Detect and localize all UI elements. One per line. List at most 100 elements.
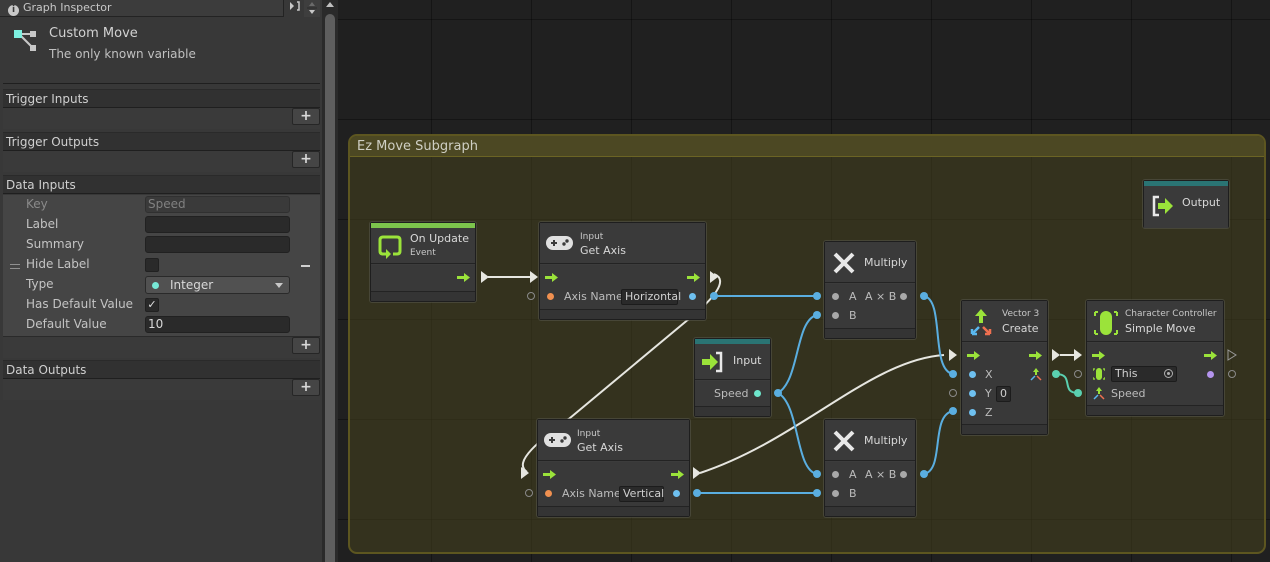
vector3-icon — [970, 309, 992, 336]
flow-output-icon[interactable] — [671, 470, 684, 479]
type-dropdown[interactable]: Integer — [145, 276, 290, 294]
output-port[interactable] — [900, 293, 907, 300]
flow-output-icon[interactable] — [1029, 351, 1042, 360]
input-icon — [702, 351, 723, 373]
node-title: Create — [1002, 322, 1039, 335]
flow-input-icon[interactable] — [543, 470, 556, 479]
input-port-a[interactable] — [832, 471, 839, 478]
label-label: Label — [26, 217, 59, 231]
axis-name-field[interactable]: Vertical — [619, 486, 664, 502]
string-port-icon[interactable] — [545, 490, 552, 497]
graph-title: Custom Move — [49, 26, 138, 41]
port-label: Speed — [714, 387, 749, 400]
add-data-input-button[interactable]: + — [292, 337, 320, 354]
vector3-output-port[interactable] — [1029, 367, 1043, 381]
label-field[interactable] — [145, 216, 290, 233]
trigger-inputs-section: Trigger Inputs + — [3, 89, 320, 129]
target-value: This — [1115, 367, 1138, 380]
port-label-b: B — [849, 309, 857, 322]
node-title: Get Axis — [577, 441, 623, 454]
remove-item-button[interactable] — [301, 265, 310, 267]
graph-inspector-panel: i Graph Inspector Custom Move The only kn… — [0, 0, 338, 562]
chevron-down-icon — [275, 283, 283, 288]
summary-label: Summary — [26, 237, 84, 251]
y-input-port[interactable] — [969, 390, 976, 397]
node-input[interactable]: Input Speed — [694, 338, 771, 417]
y-value-field[interactable]: 0 — [996, 386, 1011, 402]
node-get-axis-vertical[interactable]: Input Get Axis Axis Name Vertical — [537, 419, 690, 517]
node-title: On Update — [410, 232, 469, 245]
float-output-port[interactable] — [689, 293, 696, 300]
gamepad-icon — [544, 433, 571, 447]
node-title: Get Axis — [580, 244, 626, 257]
scroll-up-icon[interactable] — [326, 2, 334, 7]
gamepad-icon — [546, 236, 573, 250]
reorder-arrows[interactable] — [304, 0, 320, 17]
port-label-a: A — [849, 290, 857, 303]
flow-output-icon[interactable] — [687, 273, 700, 282]
port-label: Axis Name — [564, 290, 623, 303]
float-output-port[interactable] — [673, 490, 680, 497]
object-output-port[interactable] — [1207, 371, 1214, 378]
add-trigger-input-button[interactable]: + — [292, 108, 320, 125]
port-label-y: Y — [985, 387, 992, 400]
integer-type-icon — [152, 282, 159, 289]
inspector-scrollbar[interactable] — [322, 0, 338, 562]
flow-input-icon[interactable] — [967, 351, 980, 360]
event-bar — [371, 223, 475, 228]
has-default-checkbox[interactable]: ✓ — [145, 298, 159, 312]
integer-output-port[interactable] — [754, 390, 761, 397]
node-output[interactable]: Output — [1143, 180, 1229, 228]
trigger-outputs-section: Trigger Outputs + — [3, 132, 320, 172]
node-title: Simple Move — [1125, 322, 1196, 335]
section-title: Data Outputs — [3, 360, 320, 379]
panel-toggle-icon[interactable] — [287, 0, 303, 17]
port-label-a: A — [849, 468, 857, 481]
inspector-tab[interactable]: i Graph Inspector — [0, 0, 284, 17]
data-inputs-section: Data Inputs — [3, 175, 320, 194]
port-label: Axis Name — [562, 487, 621, 500]
has-default-label: Has Default Value — [26, 297, 134, 311]
graph-summary-text: The only known variable — [49, 47, 196, 61]
info-icon: i — [8, 5, 19, 16]
flow-input-icon[interactable] — [545, 273, 558, 282]
subgraph-icon — [14, 30, 36, 51]
target-field[interactable]: This — [1111, 366, 1177, 382]
add-data-output-button[interactable]: + — [292, 379, 320, 396]
input-port-a[interactable] — [832, 293, 839, 300]
node-title: Input — [733, 354, 762, 367]
input-port-b[interactable] — [832, 490, 839, 497]
inspector-title: Graph Inspector — [23, 1, 112, 14]
port-label-x: X — [985, 368, 993, 381]
hide-label-label: Hide Label — [26, 257, 90, 271]
flow-output-icon[interactable] — [457, 273, 470, 282]
scroll-thumb[interactable] — [325, 14, 335, 562]
x-input-port[interactable] — [969, 371, 976, 378]
node-vector3-create[interactable]: Vector 3 Create X Y 0 Z — [961, 300, 1048, 435]
object-picker-icon[interactable] — [1164, 369, 1173, 378]
default-value-field[interactable]: 10 — [145, 316, 290, 333]
node-title: Multiply — [864, 256, 908, 269]
node-multiply-2[interactable]: Multiply A A × B B — [824, 419, 916, 517]
input-port-b[interactable] — [832, 312, 839, 319]
drag-handle-icon[interactable] — [10, 264, 20, 269]
data-input-item: Key Speed Label Summary Hide Label Type … — [3, 195, 320, 337]
summary-field[interactable] — [145, 236, 290, 253]
output-port[interactable] — [900, 471, 907, 478]
section-title: Data Inputs — [3, 175, 320, 194]
group-title[interactable]: Ez Move Subgraph — [350, 136, 1264, 157]
axis-name-field[interactable]: Horizontal — [621, 289, 681, 305]
node-simple-move[interactable]: Character Controller Simple Move This Sp… — [1086, 300, 1224, 416]
hide-label-checkbox[interactable] — [145, 258, 159, 272]
target-type-icon — [1093, 368, 1105, 380]
z-input-port[interactable] — [969, 409, 976, 416]
string-port-icon[interactable] — [547, 293, 554, 300]
add-trigger-output-button[interactable]: + — [292, 151, 320, 168]
node-multiply-1[interactable]: Multiply A A × B B — [824, 241, 916, 339]
node-on-update[interactable]: On Update Event — [370, 222, 476, 302]
flow-output-icon[interactable] — [1204, 351, 1217, 360]
flow-input-icon[interactable] — [1092, 351, 1105, 360]
section-title: Trigger Outputs — [3, 132, 320, 151]
node-title: Output — [1182, 196, 1221, 209]
node-get-axis-horizontal[interactable]: Input Get Axis Axis Name Horizontal — [539, 222, 706, 320]
